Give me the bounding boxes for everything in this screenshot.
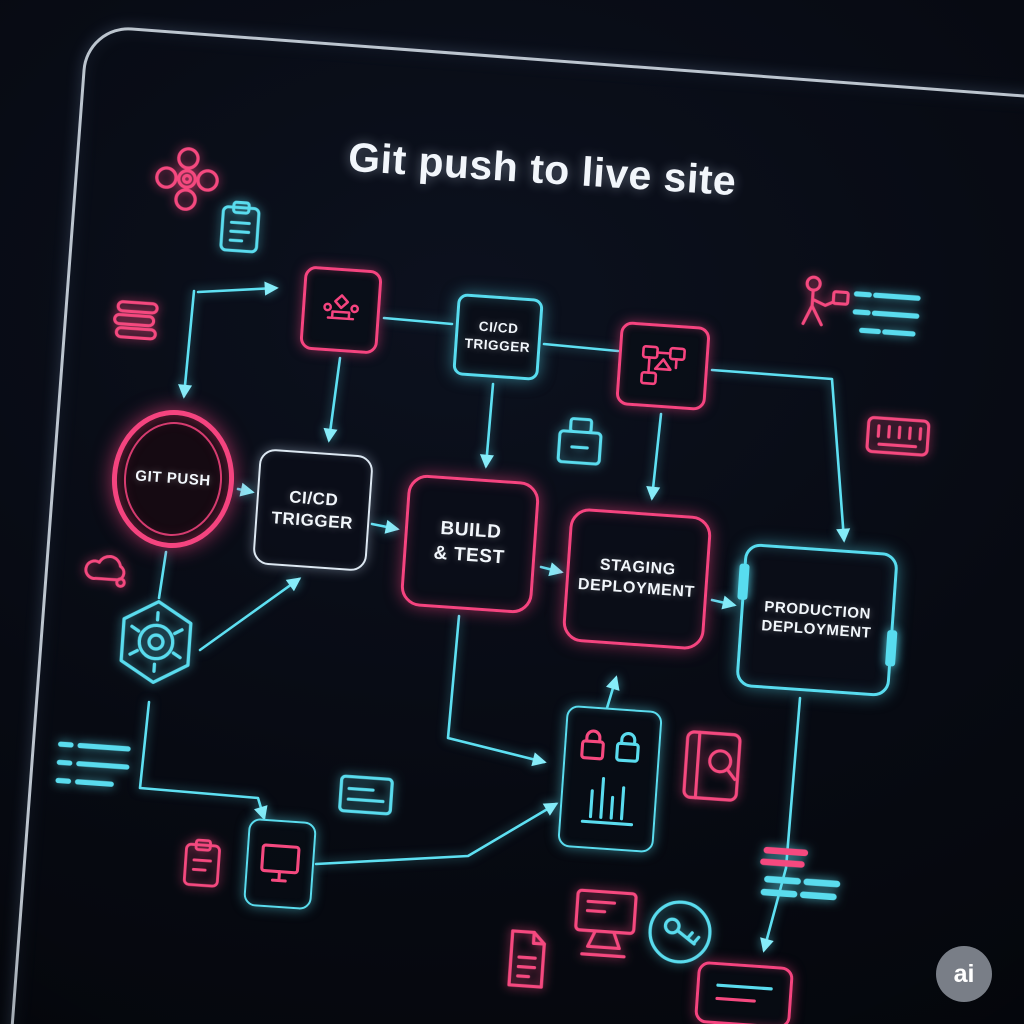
keyboard-icon [862,406,934,465]
wire-hexagon-to-monitorbox [138,700,268,821]
production-left-tab [737,563,750,601]
hexagon-gear-icon [111,593,201,691]
text-lines-icon [848,286,923,343]
clipboard-icon [214,198,266,257]
wire-elbow-to-commit-box [196,281,279,296]
node-cicd-trigger: CI/CD TRIGGER [252,448,374,572]
trigger-label-line2: TRIGGER [464,335,531,356]
pipeline-glyph [640,345,686,386]
wire-production-down [760,696,802,953]
card-icon [336,770,395,820]
wire-gitpush-to-trigger [236,482,255,497]
book-search-icon [677,726,746,806]
wire-trigger-to-build [370,519,400,534]
wire-build-to-locksbox [446,614,547,767]
git-push-label: GIT PUSH [134,467,212,490]
wire-gitpush-to-hexagon [157,550,168,600]
build-test-line2: & TEST [432,542,506,569]
wire-label-to-build [479,382,495,469]
equals-bars-icon [754,843,850,907]
cicd-trigger-line2: TRIGGER [270,508,354,533]
monitor-box-icon [243,817,317,911]
ai-watermark-badge: ai [936,946,992,1002]
checklist-icon [52,735,134,796]
monitor-icon [565,882,645,969]
gear-cluster-icon [152,144,222,214]
node-production-deployment: PRODUCTION DEPLOYMENT [735,542,899,698]
pipeline-box-icon [615,320,711,412]
locks-chart-box-icon [557,704,663,854]
stack-icon [110,296,165,346]
wire-right-to-production [710,368,851,543]
commit-glyph [323,294,360,321]
person-cart-icon [792,272,856,336]
wire-locksbox-to-staging [605,675,620,710]
key-icon [644,896,717,969]
staging-line2: DEPLOYMENT [577,575,696,602]
node-build-test: BUILD & TEST [399,473,541,615]
wire-commit-to-trigger [323,356,342,443]
wire-build-to-staging [539,562,564,577]
terminal-card-icon [693,960,795,1024]
wire-elbow-to-git-push [178,289,196,399]
document-icon [502,926,552,991]
node-cicd-trigger-label: CI/CD TRIGGER [452,293,544,381]
wire-label-to-pipeline [542,342,620,353]
commit-box-icon [299,265,383,355]
wire-commit-to-label [382,316,454,326]
ai-badge-text: ai [953,959,975,988]
wire-pipeline-to-staging [646,412,663,501]
cloud-icon [83,544,136,591]
wire-hexagon-to-trigger [198,577,302,652]
wire-staging-to-production [710,595,737,610]
clipboard-small-icon [178,837,226,892]
archive-box-icon [552,412,608,469]
node-staging-deployment: STAGING DEPLOYMENT [561,507,713,651]
